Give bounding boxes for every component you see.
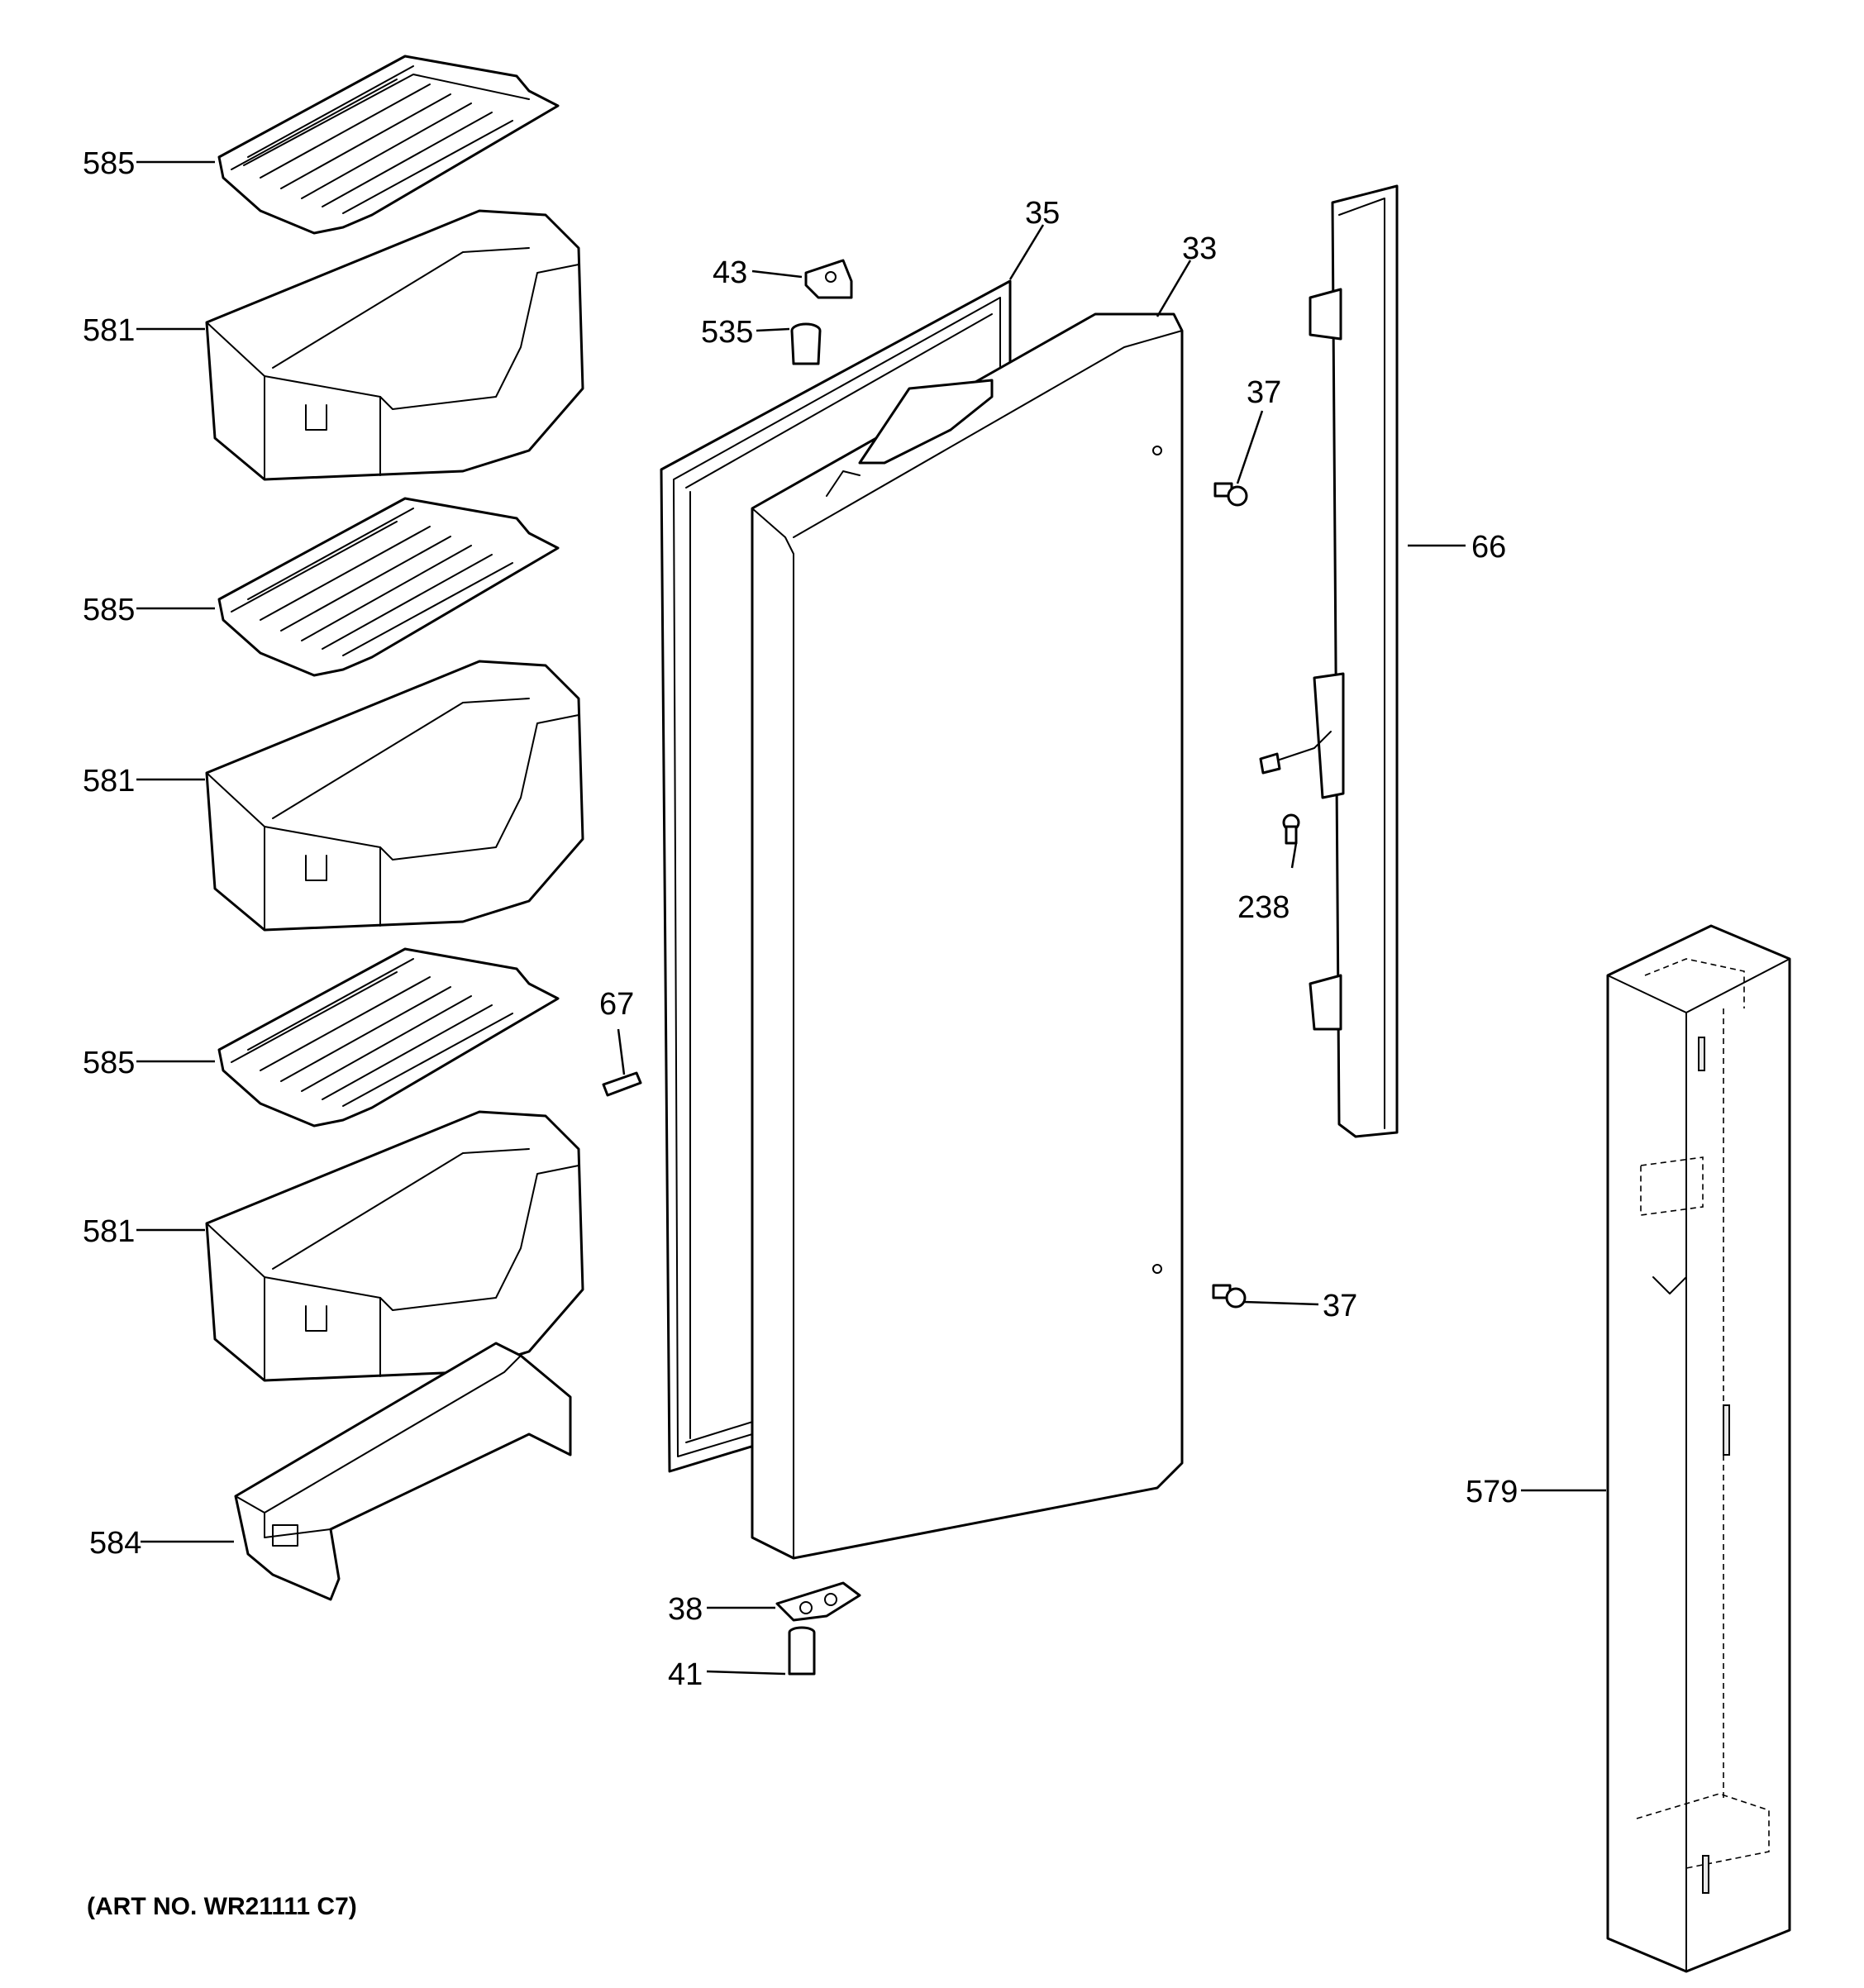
- leader-lines: [136, 160, 1606, 1676]
- shelf-rack-585-middle: [217, 497, 560, 677]
- callout-35: 35: [1025, 196, 1060, 231]
- callout-585-middle: 585: [83, 593, 135, 627]
- shelf-rack-585-bottom: [217, 947, 560, 1127]
- handle-579: [1606, 924, 1791, 1973]
- part-67-bracket: [602, 1071, 642, 1097]
- door-trim-66: [1259, 184, 1399, 1138]
- callout-43: 43: [713, 255, 747, 290]
- bin-584: [234, 1342, 572, 1601]
- part-238-screw: [1282, 813, 1300, 845]
- callout-41: 41: [668, 1657, 703, 1692]
- callout-238: 238: [1237, 890, 1290, 925]
- door-bin-581-middle: [205, 660, 584, 932]
- callout-585-top: 585: [83, 146, 135, 181]
- door-bin-581-top: [205, 209, 584, 481]
- callout-535: 535: [701, 315, 753, 350]
- door-bin-581-bottom: [205, 1110, 584, 1382]
- callout-581-top: 581: [83, 313, 135, 348]
- part-535-bushing: [790, 322, 822, 365]
- callout-67: 67: [599, 987, 634, 1022]
- door-33: [751, 312, 1184, 1560]
- shelf-rack-585-top: [217, 55, 560, 235]
- callout-38: 38: [668, 1592, 703, 1627]
- part-41-bushing: [788, 1626, 816, 1676]
- part-38-hinge-plate: [775, 1581, 861, 1622]
- callout-581-middle: 581: [83, 764, 135, 799]
- part-43-hinge-cover: [804, 259, 853, 299]
- art-number-caption: (ART NO. WR21111 C7): [87, 1893, 357, 1920]
- part-37-screw-top: [1213, 482, 1248, 507]
- callout-579: 579: [1466, 1475, 1518, 1509]
- part-37-screw-bottom: [1212, 1284, 1247, 1309]
- callout-37-bottom: 37: [1323, 1289, 1357, 1323]
- callout-581-bottom: 581: [83, 1214, 135, 1249]
- callout-584: 584: [89, 1526, 141, 1561]
- callout-66: 66: [1471, 530, 1506, 565]
- callout-37-top: 37: [1247, 375, 1281, 410]
- callout-33: 33: [1182, 231, 1217, 266]
- callout-585-bottom: 585: [83, 1046, 135, 1080]
